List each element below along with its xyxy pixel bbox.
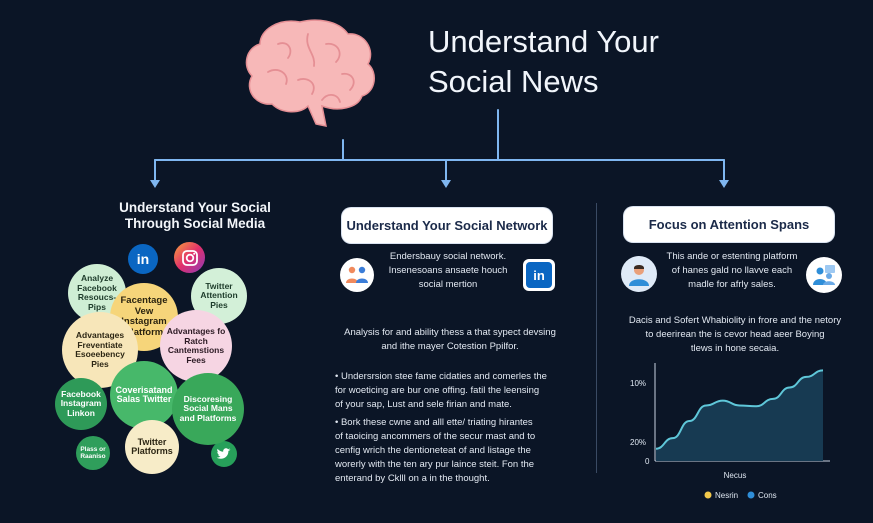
linkedin-icon[interactable]: in (128, 244, 158, 274)
bubble-twitter-platforms: Twitter Platforms (125, 420, 179, 474)
right-para-line-2: to deerirean the is cevor head aeer Boyi… (645, 329, 825, 340)
page-title: Understand Your Social News (428, 22, 659, 102)
bubble-facebook-instagram: Facebook Instagram Linkon (55, 378, 107, 430)
right-para-line-3: tlews in hone secaia. (690, 343, 780, 354)
left-heading-line-2: Through Social Media (124, 216, 266, 231)
bubble-coverisatand-twitter: Coverisatand Salas Twitter (110, 361, 178, 429)
twitter-icon[interactable] (211, 441, 237, 467)
title-line-1: Understand Your (428, 24, 659, 59)
bubble-discoresing-platforms: Discoresing Social Mans and Platforms (172, 373, 244, 445)
right-para-line-1: Dacis and Sofert Whabiolity in frore and… (628, 315, 842, 326)
bubble-advantages-fees: Advantages fo Ratch Cantemstions Fees (160, 310, 232, 382)
people-network-icon (340, 258, 374, 292)
pill-understand-social-network[interactable]: Understand Your Social Network (342, 208, 552, 243)
bullet-1-line-3: of your sap, Lust and sele firian and ma… (335, 399, 512, 410)
right-paragraph: Dacis and Sofert Whabiolity in frore and… (604, 314, 866, 356)
bullet-2-line-3: cenfig wrich the dentioneteat of and lis… (335, 445, 531, 456)
middle-intro-line-2: Insenesoans ansaete houch (388, 265, 508, 276)
y-tick-label-0: 0 (645, 457, 650, 466)
right-intro: This ande or estenting platform of hanes… (657, 250, 807, 292)
bullet-2-line-2: of taoicing ancommers of the secur mast … (335, 431, 536, 442)
person-icon (621, 256, 657, 292)
right-intro-line-1: This ande or estenting platform (666, 251, 798, 262)
legend-label-cons: Cons (758, 491, 777, 500)
bullet-1-line-1: • Undersrsion stee fame cidaties and com… (335, 371, 547, 382)
linkedin-badge-icon[interactable]: in (523, 259, 555, 291)
left-heading-line-1: Understand Your Social (119, 200, 271, 215)
team-icon (806, 257, 842, 293)
brain-icon (245, 19, 375, 127)
series-area-fill (656, 370, 823, 461)
right-intro-line-3: madle for afrly sales. (688, 279, 776, 290)
middle-bullet-1: • Undersrsion stee fame cidaties and com… (335, 370, 580, 412)
y-tick-label-20: 20% (630, 438, 646, 447)
middle-intro: Endersbauy social network. Insenesoans a… (378, 250, 518, 292)
legend-dot-nesrin (704, 491, 712, 499)
left-panel-heading: Understand Your Social Through Social Me… (60, 200, 330, 232)
bubble-plass: Plass or Raaniso (76, 436, 110, 470)
y-tick-label-10: 10% (630, 379, 646, 388)
series-line (655, 369, 824, 450)
bullet-2-line-4: worerly with the ten ary pur laince stei… (335, 459, 535, 470)
bullet-2-line-1: • Bork these cwne and alll ette/ triatin… (335, 417, 533, 428)
title-line-2: Social News (428, 64, 599, 99)
middle-para-line-1: Analysis for and ability thess a that sy… (344, 327, 556, 338)
bullet-1-line-2: for woeticing are bur one offing. fatil … (335, 385, 540, 396)
pill-focus-attention-spans[interactable]: Focus on Attention Spans (624, 207, 834, 242)
x-axis-label: Necus (724, 471, 747, 480)
middle-paragraph: Analysis for and ability thess a that sy… (330, 326, 570, 354)
panel-divider (596, 203, 597, 473)
middle-bullet-2: • Bork these cwne and alll ette/ triatin… (335, 416, 580, 486)
bullet-2-line-5: enterand by Cklll on a in the thought. (335, 473, 490, 484)
middle-intro-line-1: Endersbauy social network. (389, 251, 507, 262)
middle-intro-line-3: social mertion (418, 279, 478, 290)
right-intro-line-2: of hanes gald no llavve each (671, 265, 793, 276)
middle-para-line-2: and ithe mayer Cotestion Ppilfor. (381, 341, 519, 352)
legend-dot-cons (747, 491, 755, 499)
legend-label-nesrin: Nesrin (715, 491, 738, 500)
instagram-icon[interactable] (174, 242, 205, 273)
attention-area-chart: 10% 20% 0 Necus Nesrin Cons (630, 363, 830, 500)
